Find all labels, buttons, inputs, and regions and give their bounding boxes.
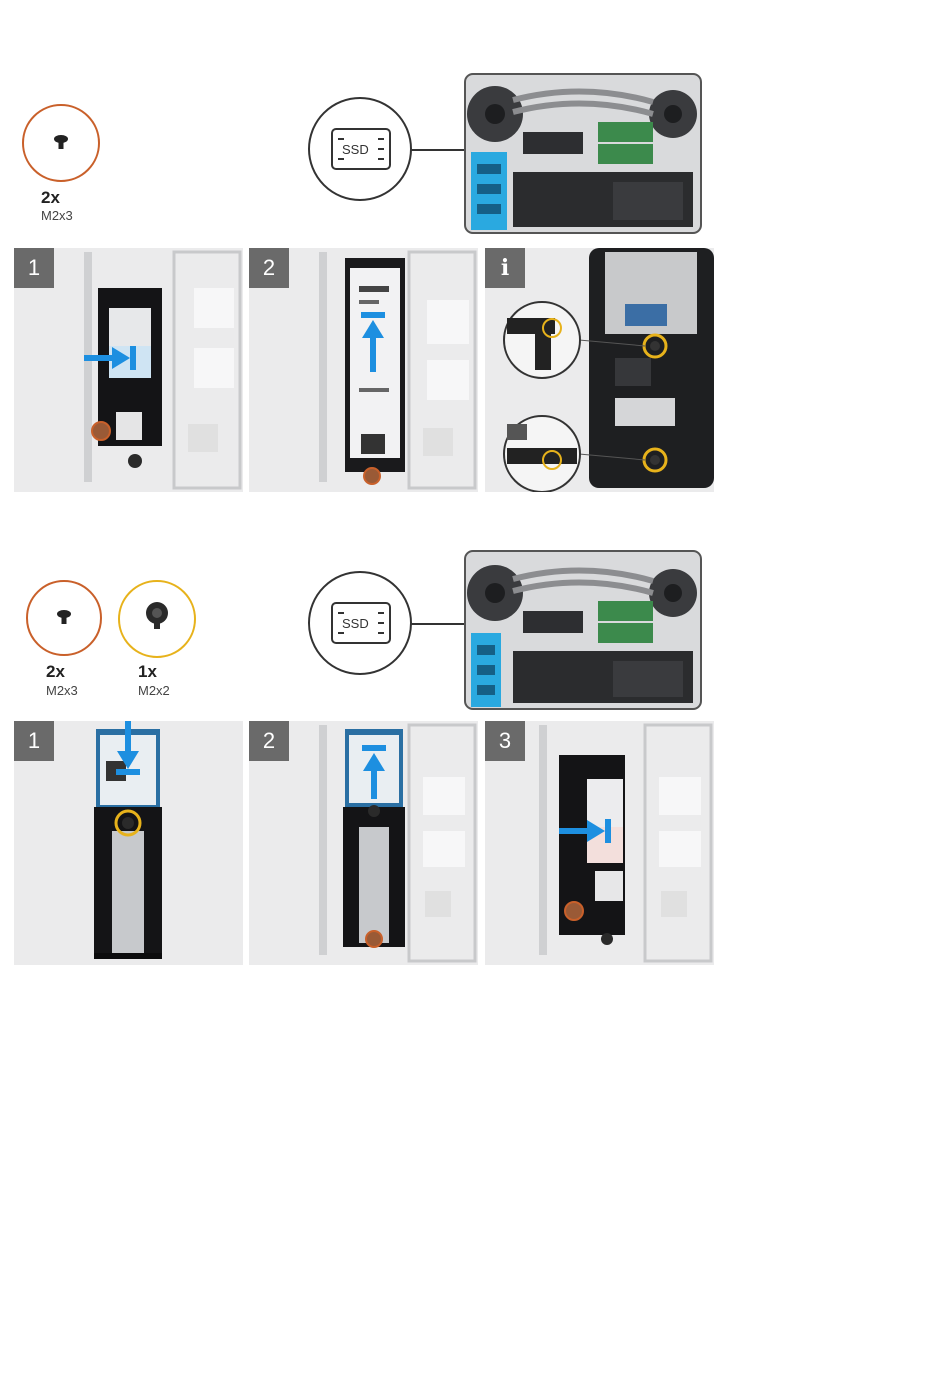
ssd-location-badge: SSD	[308, 571, 412, 675]
arrow-icon	[557, 817, 613, 845]
step-panel-3: 3	[485, 721, 714, 965]
step-number-1: 1	[14, 248, 54, 288]
info-icon: i	[485, 248, 525, 288]
arrow-icon	[82, 344, 138, 372]
screw-size: M2x2	[138, 683, 170, 698]
ssd-label: SSD	[342, 142, 369, 157]
ssd-location-badge: SSD	[308, 97, 412, 201]
laptop-overview-image	[463, 549, 703, 711]
screw-size: M2x3	[46, 683, 78, 698]
screw-quantity: 1x	[138, 662, 157, 682]
step-number-1: 1	[14, 721, 54, 761]
screw-quantity: 2x	[41, 188, 60, 208]
screw-quantity: 2x	[46, 662, 65, 682]
screw-icon	[28, 582, 100, 654]
step-number-2: 2	[249, 248, 289, 288]
arrow-icon	[114, 721, 142, 777]
step-panel-info: i	[485, 248, 714, 492]
arrow-icon	[359, 312, 387, 374]
screw-icon	[120, 582, 194, 656]
step-number-3: 3	[485, 721, 525, 761]
step-panel-1: 1	[14, 248, 243, 492]
screw-ring-m2x3	[26, 580, 102, 656]
laptop-overview-image	[463, 72, 703, 235]
ssd-label: SSD	[342, 616, 369, 631]
screw-icon	[24, 106, 98, 180]
screw-ring-m2x3	[22, 104, 100, 182]
screw-size: M2x3	[41, 208, 73, 223]
step-panel-2: 2	[249, 248, 478, 492]
step-panel-1: 1	[14, 721, 243, 965]
step-panel-2: 2	[249, 721, 478, 965]
step-number-2: 2	[249, 721, 289, 761]
arrow-icon	[360, 745, 388, 799]
screw-ring-m2x2	[118, 580, 196, 658]
